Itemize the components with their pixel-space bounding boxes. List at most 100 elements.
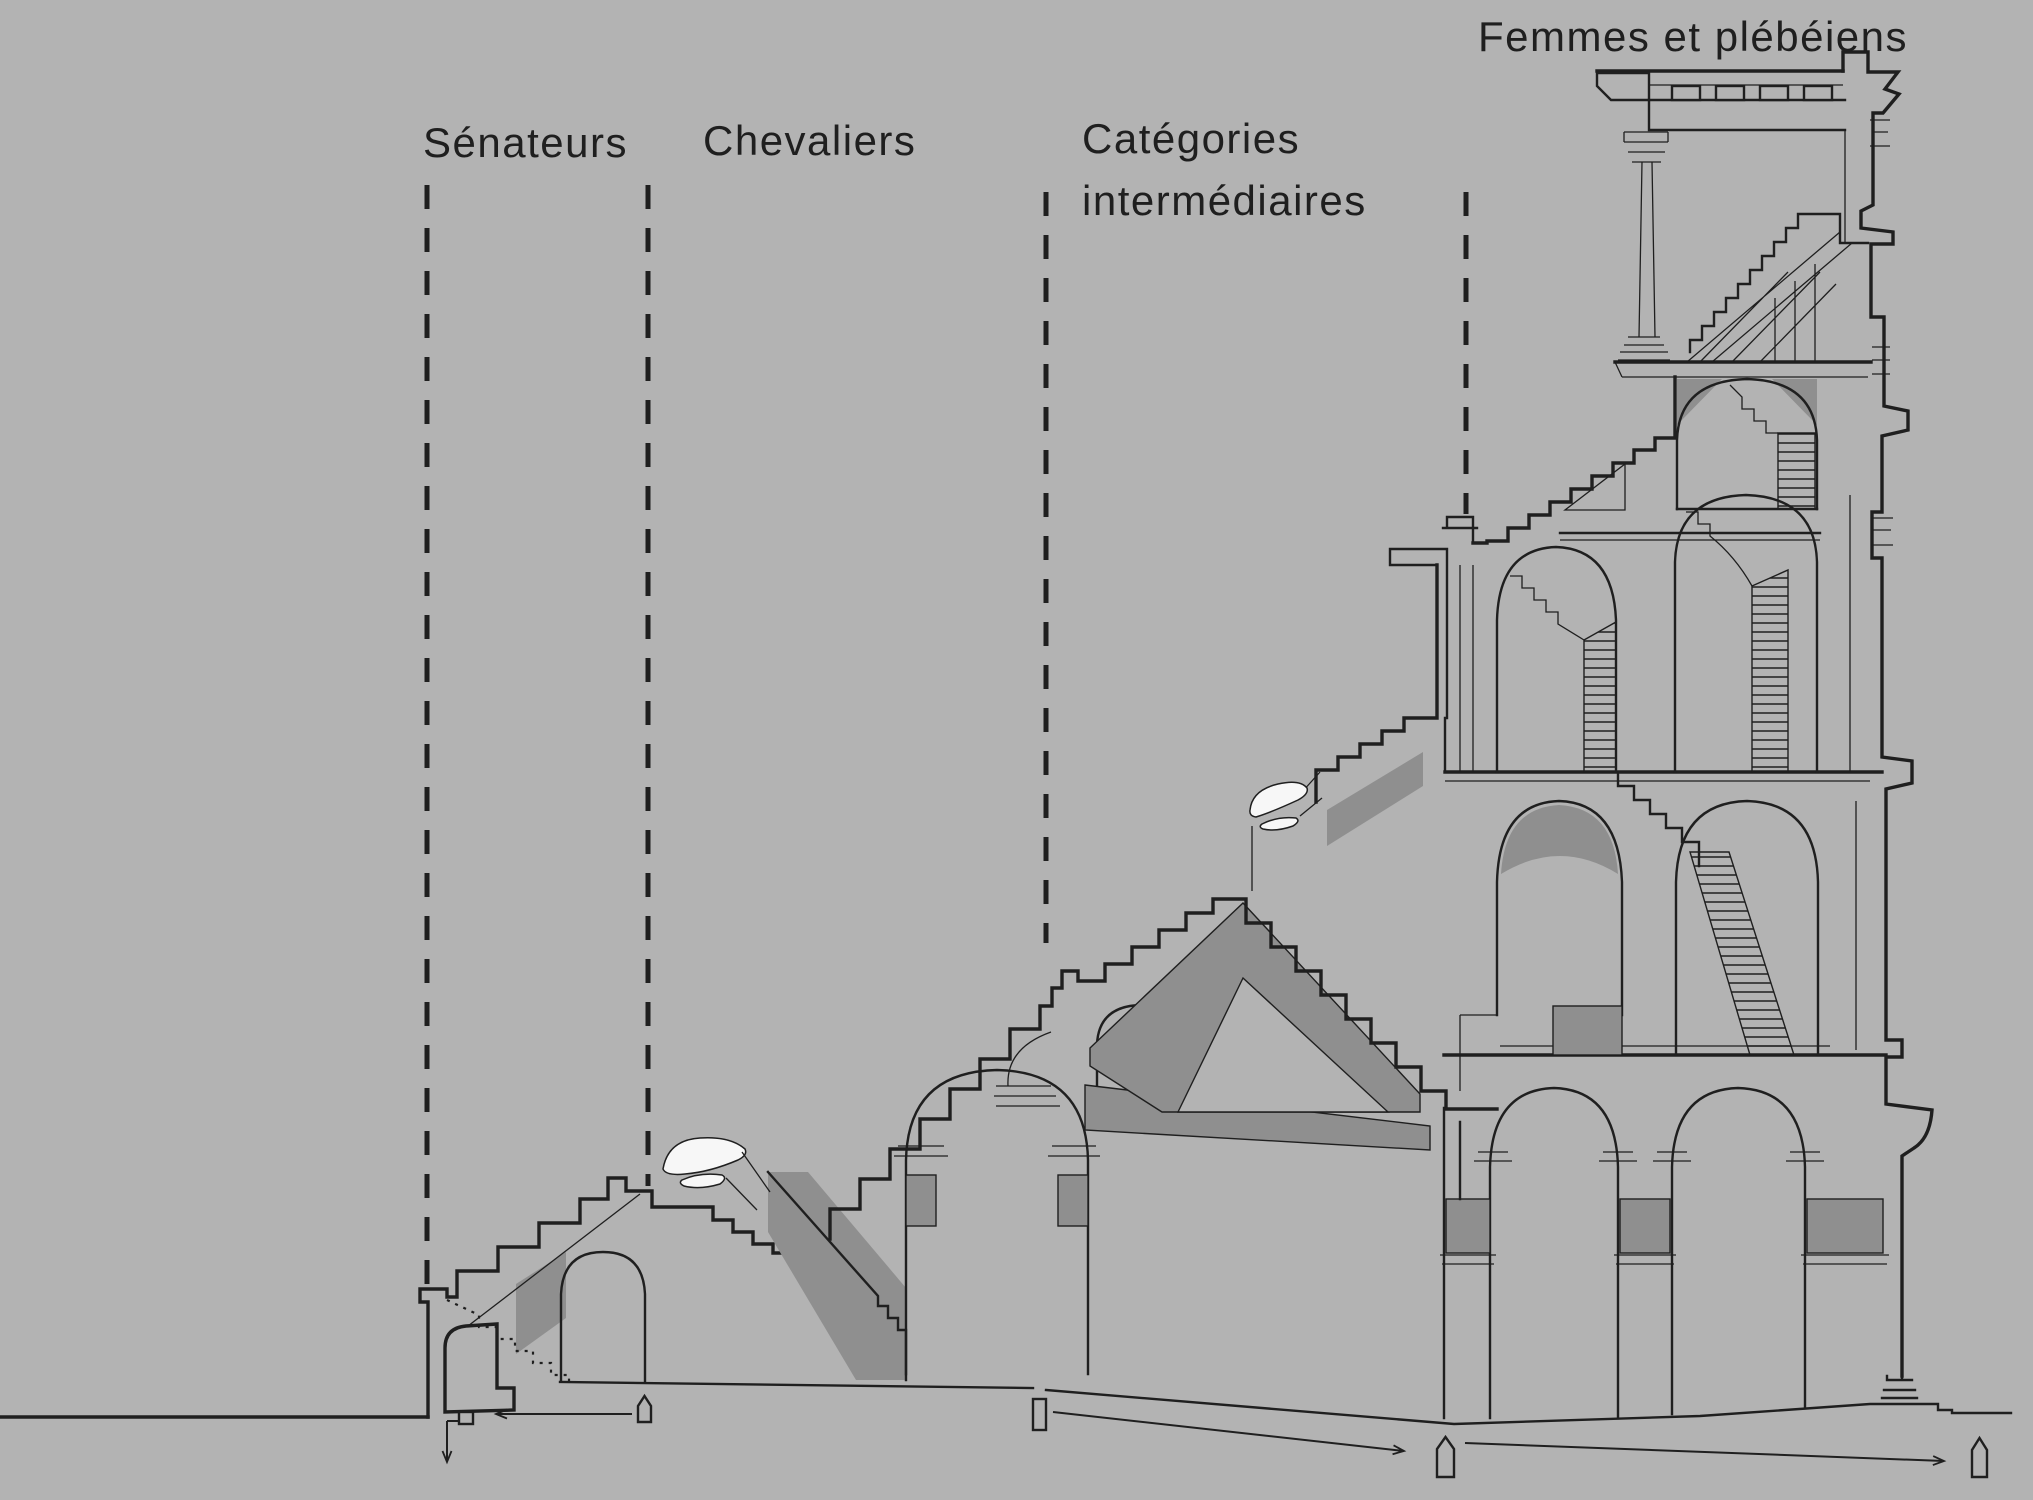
label-femmes-plebeiens: Femmes et plébéiens: [1478, 6, 1908, 68]
summa-cavea-steps: [1471, 375, 1677, 545]
upper-cavea-figure-icon: [1249, 781, 1309, 818]
stair-hatch-band: [1751, 568, 1789, 773]
ground-arch-right: [1670, 1086, 1807, 1416]
pier-cut-panel: [905, 1174, 937, 1227]
outer-arcade-door-icon: [1031, 1397, 1048, 1432]
upper-tier-steps-profile: [1314, 563, 1439, 804]
outer-pilaster-base: [1880, 1374, 1919, 1400]
mezzanine-spandrel-cut: [1677, 379, 1722, 425]
third-level-stair-steps: [1510, 575, 1585, 641]
stair-hatch-band: [1689, 851, 1795, 1056]
portico-column: [1618, 161, 1670, 361]
label-chevaliers-text: Chevaliers: [703, 117, 917, 164]
right-block-floors: [1442, 360, 1888, 1057]
person-marker-icon: [1435, 1434, 1456, 1479]
label-senateurs: Sénateurs: [423, 112, 628, 174]
second-level-arch-right: [1674, 799, 1820, 1057]
person-marker-icon: [636, 1393, 653, 1424]
ground-arch-left: [1488, 1086, 1620, 1420]
outer-wall-moldings: [1870, 119, 1893, 546]
hidden-stair-dotted: [446, 1299, 571, 1387]
media-cavea: [766, 826, 1499, 1382]
stair-rail-line: [467, 1193, 641, 1327]
interior-floor-line: [558, 1380, 1035, 1390]
second-level-arch-left: [1495, 799, 1624, 1017]
figure-leader-line: [725, 1151, 771, 1211]
label-categories-line2: intermédiaires: [1082, 177, 1367, 224]
label-chevaliers: Chevaliers: [703, 110, 916, 172]
third-level-arch-left: [1495, 545, 1618, 774]
outer-wall-profile: [1841, 50, 1934, 1378]
podium-and-ima-cavea: [418, 1176, 832, 1419]
upper-tier-cornice: [1388, 547, 1449, 774]
raking-vault-void: [1176, 976, 1390, 1113]
mezzanine-spandrel-cut: [1772, 379, 1817, 425]
wooden-stair-steps: [1688, 212, 1870, 354]
second-level-ledge: [1459, 1014, 1497, 1091]
label-categories-intermediaires: Catégories intermédiaires: [1082, 108, 1367, 232]
section-dividers: [424, 185, 1469, 1288]
left-pier-face: [1442, 1106, 1462, 1420]
third-level-arch-right: [1673, 493, 1819, 774]
label-categories-line1: Catégories: [1082, 115, 1301, 162]
second-level-gallery: [1459, 770, 1820, 1091]
upper-tier: [1299, 547, 1449, 846]
figure-markers: [662, 781, 1309, 1211]
arrow-slope-outer: [1464, 1442, 1947, 1466]
raking-vault-window: [1563, 462, 1626, 511]
summa-cavea: [1441, 375, 1819, 545]
pier-cut-panel: [1445, 1198, 1491, 1254]
arch-vault-cut: [1501, 805, 1618, 874]
podium-front-block: [443, 1322, 516, 1414]
stair-hatch-band: [1583, 620, 1617, 773]
outer-wall: [1841, 50, 1934, 1400]
person-marker-icon: [1970, 1435, 1989, 1479]
circulation-annotations: [447, 1393, 1989, 1479]
second-level-cut-panel: [1552, 1005, 1623, 1056]
pier-cut-panel: [1619, 1198, 1671, 1254]
stair-hatch-band: [1777, 432, 1816, 510]
mezzanine-arch: [1675, 377, 1819, 511]
podium-ambulatory-arch: [559, 1250, 647, 1383]
ground-arcade: [1440, 1086, 1889, 1420]
mast-socket: [1802, 84, 1834, 102]
mast-socket: [1714, 84, 1746, 102]
summa-cornice: [1441, 515, 1479, 545]
podium-passage-icon: [457, 1410, 475, 1426]
arch-impost-moldings: [894, 1145, 1100, 1157]
senators-steps-profile: [418, 1176, 832, 1419]
upper-cavea-figure-icon: [1259, 816, 1299, 831]
maenianum-cornice: [994, 1031, 1060, 1107]
ground-gallery-arch: [904, 1068, 1090, 1376]
podium-vault-cut: [516, 1252, 566, 1354]
pier-cornices: [1440, 1254, 1889, 1265]
top-portico: [1595, 69, 1870, 363]
ramp-vault-cut: [768, 1172, 906, 1380]
lower-cavea-figure-icon: [679, 1173, 726, 1189]
attic-floor-thin-line: [1614, 361, 1868, 378]
cornice-end-bracket: [1595, 71, 1651, 102]
arrow-slope-center: [1052, 1411, 1407, 1456]
arrow-down-substructure: [447, 1420, 459, 1462]
label-senateurs-text: Sénateurs: [423, 119, 628, 166]
second-level-stair-steps: [1616, 770, 1701, 868]
curved-stair-line: [1686, 511, 1753, 587]
third-level-left-wall: [1459, 565, 1474, 772]
column-capital: [1623, 131, 1669, 163]
pier-cut-panel: [1806, 1198, 1884, 1254]
ground-lines: [0, 1380, 2013, 1426]
ramp-edge-steps: [766, 1170, 908, 1382]
third-level-gallery: [1459, 493, 1819, 774]
upper-raking-vault-cut: [1327, 752, 1423, 846]
label-femmes-text: Femmes et plébéiens: [1478, 13, 1909, 60]
media-cavea-steps-profile: [828, 897, 1499, 1241]
lower-cavea-figure-icon: [662, 1136, 747, 1176]
portico-beam: [1647, 98, 1847, 132]
pier-cut-panel: [1057, 1174, 1089, 1227]
wooden-stair-truss: [1686, 231, 1853, 363]
mast-socket: [1670, 84, 1702, 102]
mast-socket: [1758, 84, 1790, 102]
outer-wall-inner-face: [1849, 495, 1857, 1050]
mezzanine-stair-steps: [1729, 384, 1778, 434]
